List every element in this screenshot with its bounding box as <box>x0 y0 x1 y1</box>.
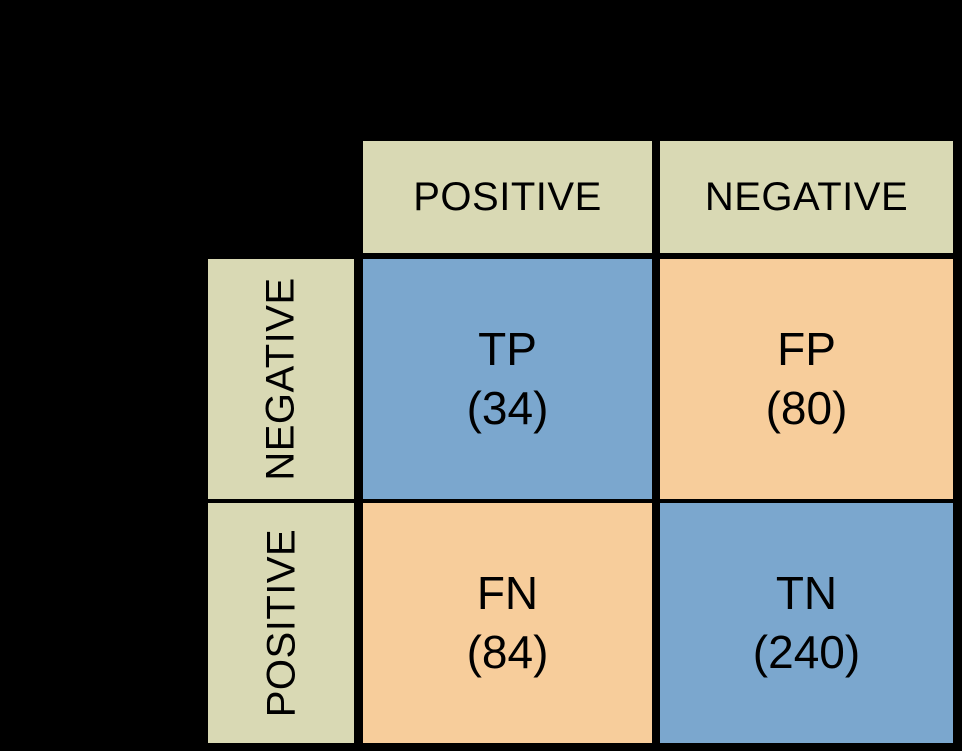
cell-true-negative: TN (240) <box>657 500 956 746</box>
row-header-positive: POSITIVE <box>205 500 357 746</box>
column-header-negative: NEGATIVE <box>657 138 956 256</box>
cell-false-negative: FN (84) <box>360 500 655 746</box>
cell-false-positive-label: FP <box>777 323 836 376</box>
row-header-negative-label: NEGATIVE <box>259 277 304 481</box>
cell-true-negative-count: (240) <box>752 626 861 678</box>
column-header-positive: POSITIVE <box>360 138 655 256</box>
cell-true-positive-count: (34) <box>466 382 549 434</box>
cell-true-negative-label: TN <box>775 567 838 620</box>
cell-false-positive: FP (80) <box>657 256 956 502</box>
cell-false-negative-count: (84) <box>466 626 549 678</box>
cell-true-positive: TP (34) <box>360 256 655 502</box>
column-header-negative-label: NEGATIVE <box>704 175 909 219</box>
cell-false-negative-label: FN <box>476 567 539 620</box>
column-header-positive-label: POSITIVE <box>413 175 602 219</box>
cell-false-positive-count: (80) <box>765 382 848 434</box>
cell-true-positive-label: TP <box>478 323 537 376</box>
row-header-positive-label: POSITIVE <box>259 528 303 718</box>
row-header-negative: NEGATIVE <box>205 256 357 502</box>
